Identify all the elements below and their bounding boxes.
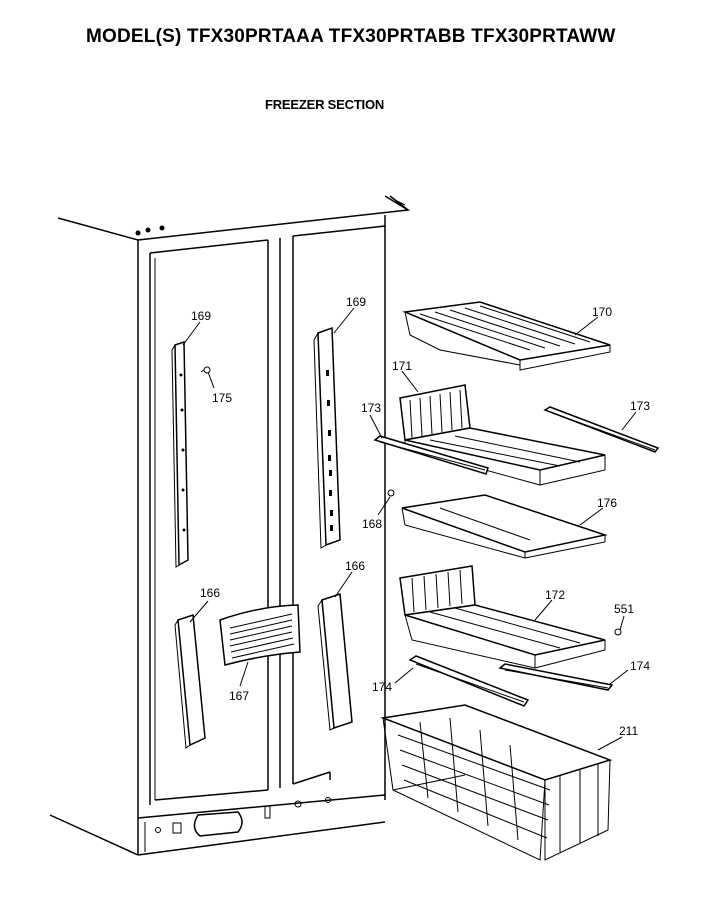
callout-175: 175 — [212, 391, 232, 405]
slide-173-right — [543, 406, 660, 453]
air-grille — [219, 604, 301, 666]
shelf-rail-left — [171, 340, 189, 568]
callout-171: 171 — [392, 359, 412, 373]
shelf-172 — [399, 565, 606, 669]
basket-171 — [399, 384, 606, 486]
callout-169-left: 169 — [191, 309, 211, 323]
basket-211 — [380, 704, 613, 861]
callout-168: 168 — [362, 517, 382, 531]
callout-173-left: 173 — [361, 401, 381, 415]
slide-174-right — [498, 663, 614, 691]
callout-174-left: 174 — [372, 680, 392, 694]
callout-170: 170 — [592, 305, 612, 319]
shelf-170 — [402, 301, 611, 371]
cover-panel-right — [317, 592, 353, 731]
callout-169-right: 169 — [346, 295, 366, 309]
callout-166-right: 166 — [345, 559, 365, 573]
model-title: MODEL(S) TFX30PRTAAA TFX30PRTABB TFX30PR… — [86, 26, 616, 47]
callout-551: 551 — [614, 602, 634, 616]
slide-173-left — [373, 435, 489, 475]
section-title: FREEZER SECTION — [265, 97, 385, 112]
shelf-frame-176 — [401, 494, 608, 559]
callout-174-right: 174 — [630, 659, 650, 673]
callout-172: 172 — [545, 588, 565, 602]
callout-173-right: 173 — [630, 399, 650, 413]
screw-175 — [200, 366, 211, 374]
callout-166-left: 166 — [200, 586, 220, 600]
callout-211: 211 — [619, 724, 638, 738]
shelf-rail-right — [313, 326, 341, 549]
callout-176: 176 — [597, 496, 617, 510]
slide-174-left — [408, 655, 530, 707]
callout-167: 167 — [229, 689, 249, 703]
freezer-cabinet — [49, 195, 411, 856]
screw-551 — [614, 628, 622, 636]
cover-panel-left — [174, 613, 206, 749]
leader-lines — [182, 307, 637, 751]
screw-168 — [387, 489, 395, 497]
